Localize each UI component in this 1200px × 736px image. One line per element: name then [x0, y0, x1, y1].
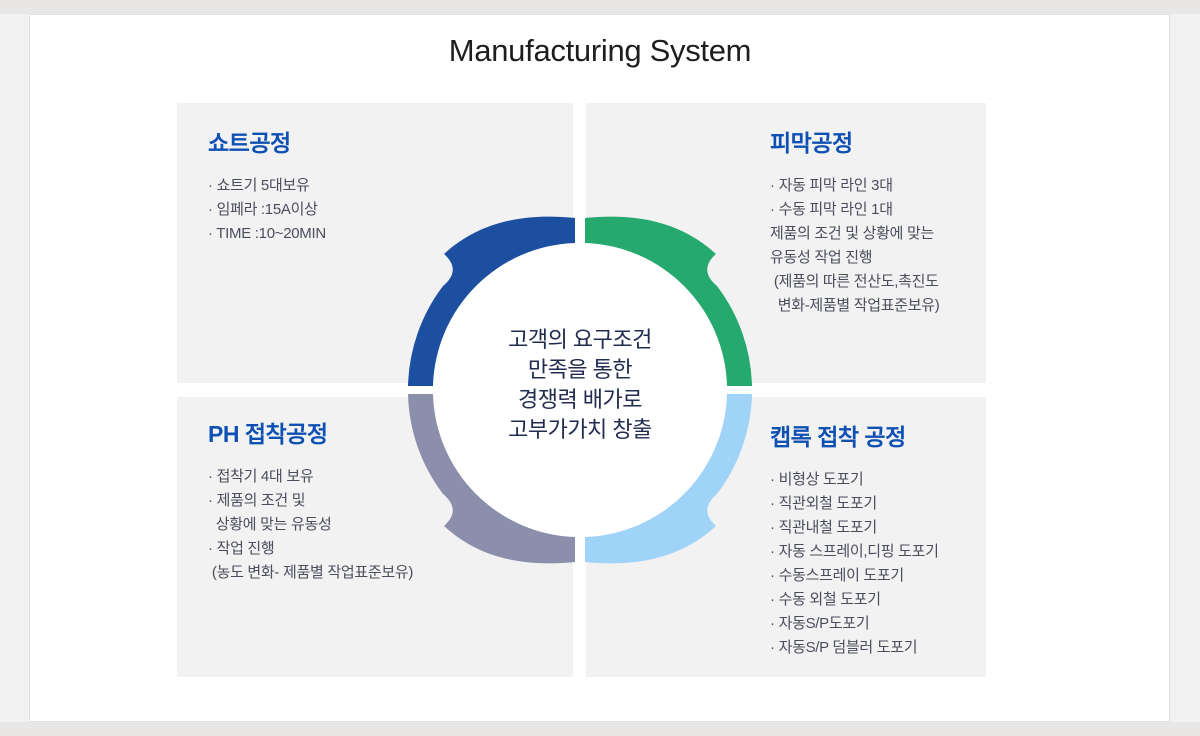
text-line: 만족을 통한 [527, 357, 633, 382]
process-ring [408, 216, 752, 564]
quadrant-title-coating: 피막공정 [770, 130, 853, 156]
text-line: · 비형상 도포기 [770, 471, 864, 488]
text-line: · 수동스프레이 도포기 [770, 567, 904, 584]
bottom-border-strip [0, 722, 1200, 736]
text-line: 고부가가치 창출 [508, 417, 652, 442]
text-line: · 직관내철 도포기 [770, 519, 877, 536]
text-line: · 작업 진행 [208, 540, 275, 557]
text-line: (농도 변화- 제품별 작업표준보유) [208, 564, 414, 581]
text-line: 경쟁력 배가로 [517, 387, 643, 412]
text-line: 고객의 요구조건 [508, 327, 652, 352]
top-border-strip [0, 0, 1200, 14]
text-line: · 접착기 4대 보유 [208, 468, 314, 485]
quadrant-lines-shot: · 쇼트기 5대보유 · 임페라 :15A이상 · TIME :10~20MIN [208, 174, 573, 246]
text-line: 변화-제품별 작업표준보유) [770, 297, 940, 314]
quadrant-lines-caplock-bonding: · 비형상 도포기 · 직관외철 도포기 · 직관내철 도포기 · 자동 스프레이,디… [770, 468, 986, 660]
text-line: · 자동S/P도포기 [770, 615, 870, 632]
arc-bottom-left [408, 394, 575, 564]
arc-bottom-right [585, 394, 752, 564]
text-line: 제품의 조건 및 상황에 맞는 [770, 225, 934, 242]
text-line: · 직관외철 도포기 [770, 495, 877, 512]
quadrant-lines-ph-bonding: · 접착기 4대 보유· 제품의 조건 및 상황에 맞는 유동성· 작업 진행 … [208, 465, 573, 585]
quadrant-title-shot: 쇼트공정 [208, 130, 291, 156]
text-line: · 수동 피막 라인 1대 [770, 201, 893, 218]
text-line: · TIME :10~20MIN [208, 225, 326, 242]
text-line: · 제품의 조건 및 [208, 492, 306, 509]
text-line: · 임페라 :15A이상 [208, 201, 318, 218]
quadrant-panel-shot: 쇼트공정 · 쇼트기 5대보유 · 임페라 :15A이상 · TIME :10~20… [177, 103, 573, 383]
quadrant-title-ph-bonding: PH 접착공정 [208, 421, 328, 447]
text-line: · 자동 스프레이,디핑 도포기 [770, 543, 939, 560]
quadrant-title-caplock-bonding: 캡록 접착 공정 [770, 424, 906, 450]
text-line: · 수동 외철 도포기 [770, 591, 881, 608]
ring-inner-disc [432, 242, 728, 538]
page-title: Manufacturing System [448, 33, 752, 68]
arc-top-left [408, 216, 575, 386]
text-line: · 자동S/P 덤블러 도포기 [770, 639, 918, 656]
text-line: 상황에 맞는 유동성 [208, 516, 332, 533]
text-line: 유동성 작업 진행 [770, 249, 873, 266]
text-line: · 쇼트기 5대보유 [208, 177, 310, 194]
arc-top-right [585, 216, 752, 386]
text-line: (제품의 따른 전산도,촉진도 [770, 273, 939, 290]
text-line: · 자동 피막 라인 3대 [770, 177, 893, 194]
